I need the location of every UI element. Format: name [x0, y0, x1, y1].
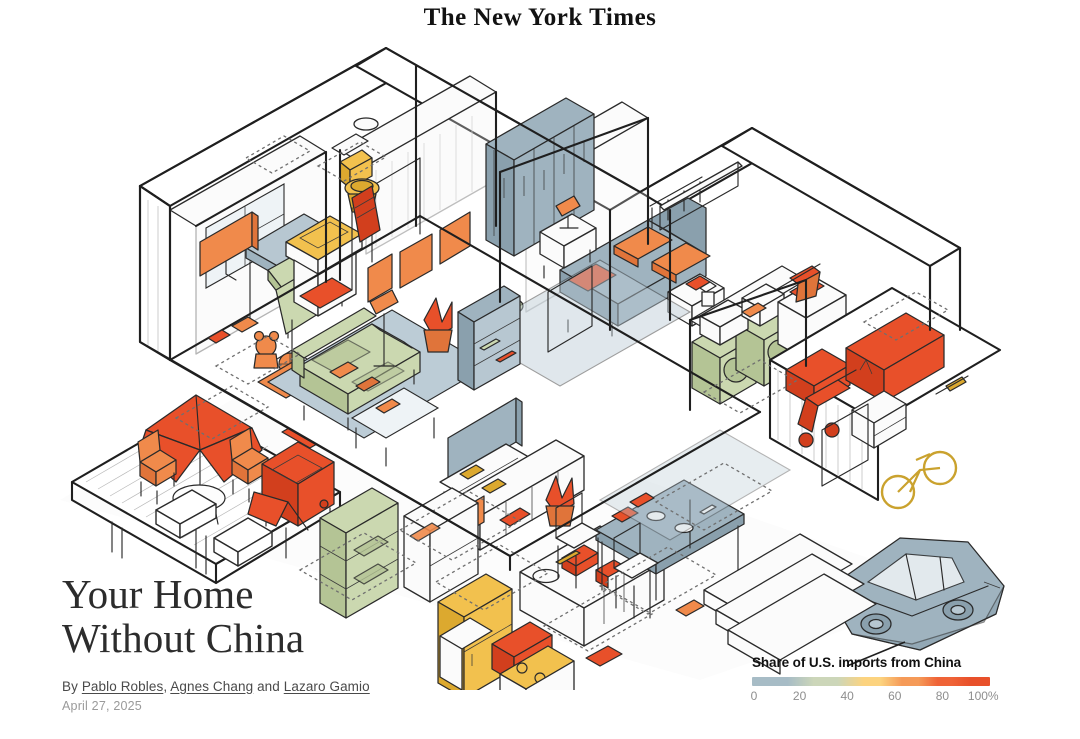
lower-cabinets: [439, 617, 493, 690]
nyt-masthead: The New York Times: [423, 4, 657, 31]
front-steps: [703, 533, 877, 675]
legend-title: Share of U.S. imports from China: [752, 655, 962, 670]
small-item: [207, 329, 231, 344]
kitchen-plant: [545, 475, 575, 527]
bookshelf: [457, 285, 521, 391]
tv: [447, 397, 523, 483]
house-outer-edges: [138, 46, 962, 572]
storage-bins: [353, 535, 389, 585]
coffee-table: [350, 387, 440, 467]
table-lamp: [555, 195, 581, 229]
legend-tick-100: 100%: [967, 689, 999, 703]
headline-line-2: Without China: [62, 615, 305, 662]
patio-deck: [70, 394, 342, 585]
patio-chair-left: [137, 429, 177, 505]
nightstand-left: [539, 213, 597, 279]
removed-item-outlines: [174, 135, 950, 652]
bicycle: [880, 450, 958, 510]
car: [825, 537, 1005, 651]
legend-leader-line: [846, 641, 906, 667]
isometric-house-svg: .ol { fill:none; stroke:#1f1f1f; stroke-…: [60, 46, 1005, 690]
small-lamp: [459, 464, 485, 480]
iron-rack: [771, 263, 821, 303]
bedroom-rug: [468, 259, 692, 387]
byline-separator-1: ,: [163, 678, 171, 694]
towel: [351, 185, 381, 243]
legend-tick-labels: 0 20 40 60 80 100%: [750, 689, 999, 705]
room-bedroom: [468, 97, 743, 387]
author-link-3[interactable]: Lazaro Gamio: [283, 678, 370, 694]
shelving-unit: [319, 487, 399, 619]
color-legend: Share of U.S. imports from China 0 20 40 60…: [750, 655, 1002, 705]
folded-umbrella: [247, 491, 309, 531]
author-link-1[interactable]: Pablo Robles: [81, 678, 164, 694]
byline: By Pablo Robles, Agnes Chang and Lazaro …: [62, 679, 482, 694]
laundry-item: [741, 302, 767, 318]
laundry-basket: [699, 283, 785, 346]
garage-tools: [935, 375, 969, 395]
room-storage: [319, 487, 479, 619]
legend-tick-80: 80: [935, 689, 950, 703]
room-dining: [555, 429, 792, 619]
dining-floor: [598, 429, 792, 541]
legend-tick-20: 20: [792, 689, 807, 703]
author-link-2[interactable]: Agnes Chang: [170, 678, 254, 694]
detergent: [699, 281, 717, 307]
storage-cabinet: [403, 487, 479, 603]
floor-lamp: [369, 289, 399, 367]
byline-separator-2: and: [253, 678, 284, 694]
patio-chair-right: [229, 427, 269, 503]
accent-objects: [207, 302, 767, 667]
publication-date: April 27, 2025: [62, 698, 142, 713]
small-box: [231, 316, 259, 333]
room-living-room: [266, 211, 535, 529]
monitor: [199, 211, 259, 281]
stove: [499, 645, 575, 690]
legend-gradient-bar: [752, 677, 990, 686]
floor-plant: [423, 297, 453, 353]
bedroom-mirror: [659, 161, 743, 211]
teddy-bear: [253, 330, 280, 369]
headline-line-1: Your Home: [62, 571, 254, 617]
legend-tick-0: 0: [750, 689, 758, 703]
chair-cushion: [675, 599, 705, 617]
legend-tick-60: 60: [888, 689, 902, 703]
byline-prefix: By: [62, 678, 82, 694]
sofa: [291, 307, 421, 431]
kettle: [629, 492, 655, 508]
headline-block: Your Home Without China By Pablo Robles,…: [62, 572, 482, 713]
deck-planters: [155, 489, 273, 567]
pot: [585, 645, 623, 667]
legend-tick-40: 40: [840, 689, 854, 703]
dining-chairs: [555, 492, 659, 619]
page-title: Your Home Without China: [62, 572, 482, 661]
wall-art: [367, 211, 471, 303]
home-illustration: .ol { fill:none; stroke:#1f1f1f; stroke-…: [0, 30, 1080, 690]
